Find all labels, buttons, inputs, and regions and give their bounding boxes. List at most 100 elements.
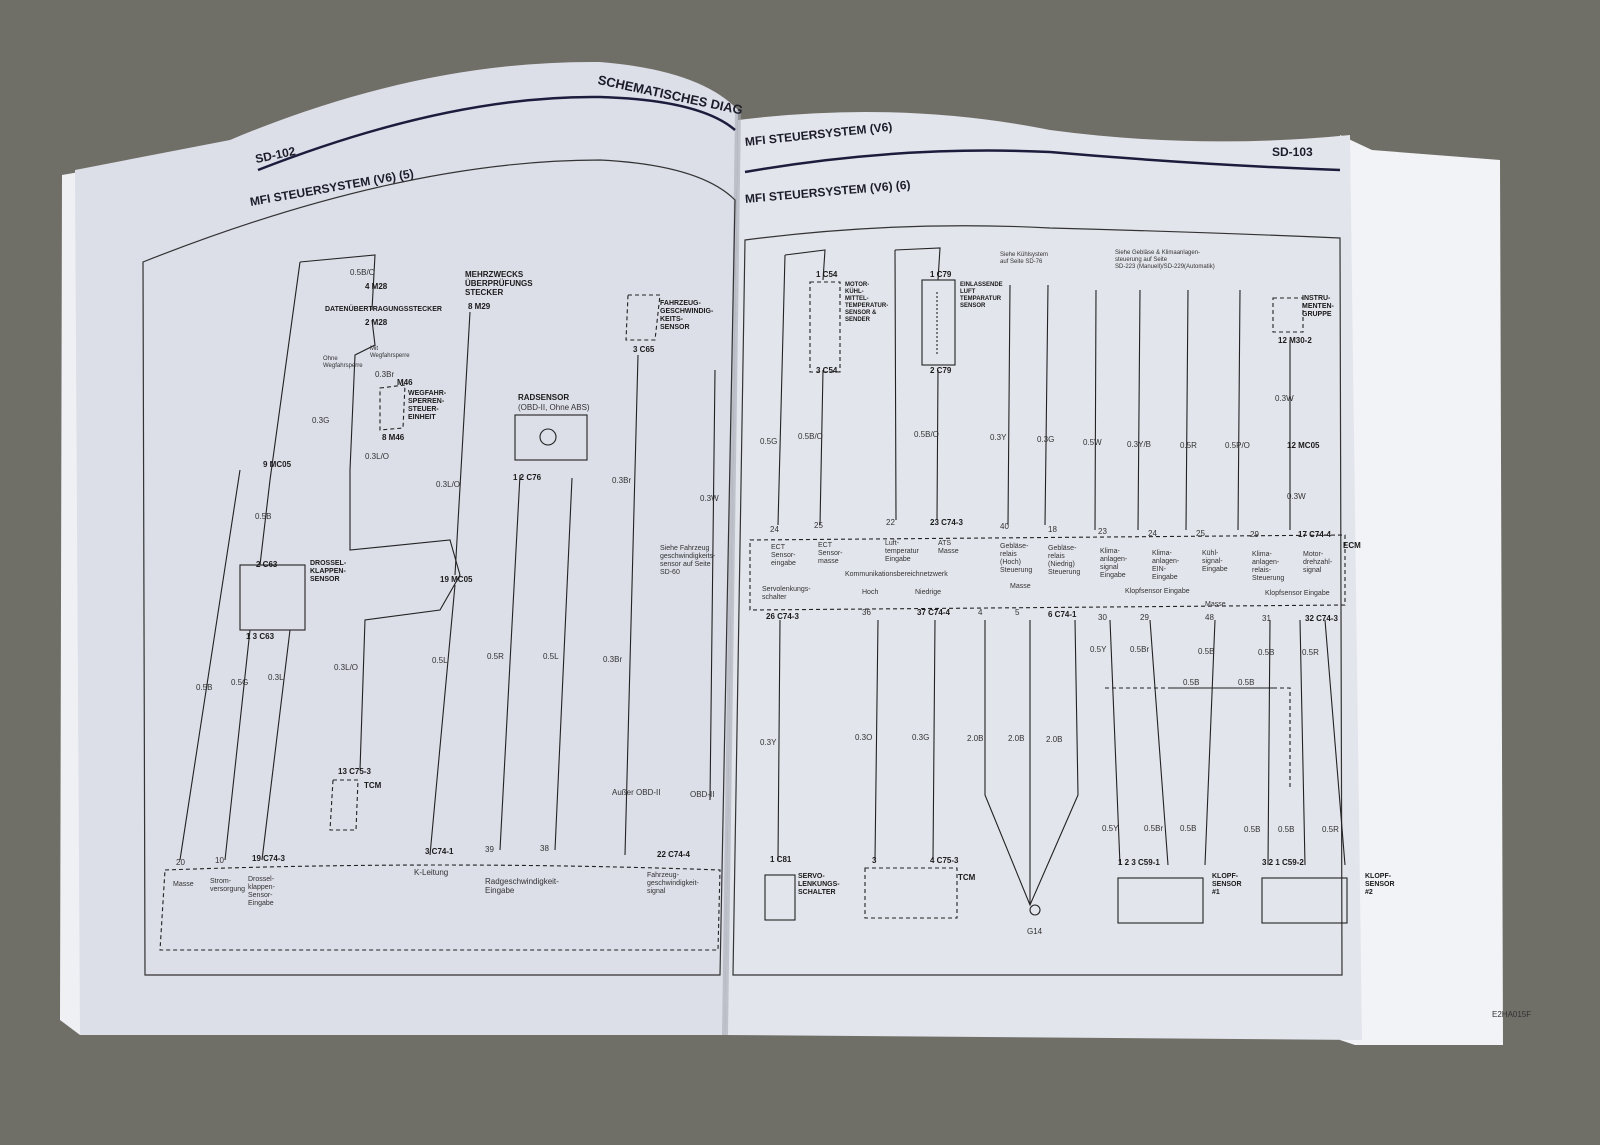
connector-label: 1 C54 bbox=[816, 270, 838, 279]
signal-description: Klima- anlagen- EIN- Eingabe bbox=[1152, 550, 1180, 581]
figure-code: E2HA015F bbox=[1492, 1010, 1532, 1019]
wire-label: 0.5G bbox=[231, 678, 249, 687]
signal-description: Drossel- klappen- Sensor- Eingabe bbox=[248, 876, 275, 907]
wire-label: 0.5R bbox=[487, 652, 504, 661]
component-label: DATENÜBERTRAGUNGSSTECKER bbox=[325, 306, 442, 313]
signal-description: Gebläse- relais (Niedrig) Steuerung bbox=[1048, 545, 1081, 576]
wire-label: 0.5R bbox=[1302, 648, 1319, 657]
wire-label: 0.3L/O bbox=[365, 452, 390, 461]
group-label: Masse bbox=[1205, 601, 1226, 608]
wire-label: 0.3Y bbox=[990, 433, 1007, 442]
component-label: SERVO- LENKUNGS- SCHALTER bbox=[798, 873, 840, 896]
wire-label: 0.3Br bbox=[612, 476, 632, 485]
wire-label: 0.3G bbox=[1037, 435, 1055, 444]
connector-label: M46 bbox=[397, 378, 413, 387]
wire-label: 0.5W bbox=[1083, 438, 1102, 447]
wire-label: 0.3Y bbox=[760, 738, 777, 747]
connector-label: 8 M29 bbox=[468, 302, 491, 311]
text-label: Mit Wegfahrsperre bbox=[370, 346, 410, 359]
wire-label: 0.5Br bbox=[1144, 824, 1164, 833]
signal-description: Klima- anlagen- relais- Steuerung bbox=[1252, 551, 1285, 582]
pin-label: 32 C74-3 bbox=[1305, 614, 1338, 623]
signal-description: ATS Masse bbox=[938, 540, 959, 555]
connector-label: 8 M46 bbox=[382, 433, 405, 442]
wire-label: 0.3W bbox=[700, 494, 719, 503]
component-sublabel: (OBD-II, Ohne ABS) bbox=[518, 403, 590, 412]
wire-label: 0.5L bbox=[432, 656, 448, 665]
wire-label: 2.0B bbox=[1046, 735, 1063, 744]
page-stack-right bbox=[1340, 135, 1503, 1045]
wire-label: 0.3W bbox=[1287, 492, 1306, 501]
pin-label: 4 bbox=[978, 608, 983, 617]
wire-label: 0.3Br bbox=[603, 655, 623, 664]
component-label: INSTRU- MENTEN- GRUPPE bbox=[1302, 295, 1334, 318]
pin-label: 31 bbox=[1262, 614, 1271, 623]
wire-label: 0.5G bbox=[760, 437, 778, 446]
pin-label: 20 bbox=[176, 858, 185, 867]
wire-label: 0.3G bbox=[312, 416, 330, 425]
component-label: TCM bbox=[958, 873, 976, 882]
wire-label: 0.5B/O bbox=[350, 268, 375, 277]
signal-description: Strom- versorgung bbox=[210, 878, 246, 893]
pin-label: 23 bbox=[1098, 527, 1107, 536]
connector-label: 3 2 1 C59-2 bbox=[1262, 858, 1304, 867]
pin-label: 24 bbox=[1148, 529, 1157, 538]
connector-label: 1 2 C76 bbox=[513, 473, 542, 482]
signal-description: ECT Sensor- eingabe bbox=[771, 544, 796, 567]
component-label: KLOPF- SENSOR #1 bbox=[1212, 873, 1242, 896]
pin-label: 29 bbox=[1250, 530, 1259, 539]
pin-label: 10 bbox=[215, 856, 224, 865]
connector-label: 1 3 C63 bbox=[246, 632, 275, 641]
signal-description: Fahrzeug- geschwindigkeit- signal bbox=[647, 872, 699, 895]
pin-label: 3 bbox=[872, 856, 877, 865]
wire-label: 0.5B bbox=[1238, 678, 1255, 687]
pin-label: 25 bbox=[814, 521, 823, 530]
wire-label: 0.5Y bbox=[1090, 645, 1107, 654]
group-label: Klopfsensor Eingabe bbox=[1125, 588, 1190, 595]
component-label: EINLASSENDE LUFT TEMPARATUR SENSOR bbox=[960, 282, 1003, 309]
component-label: MEHRZWECKS ÜBERPRÜFUNGS STECKER bbox=[465, 270, 533, 297]
wire-label: 0.5B bbox=[1258, 648, 1275, 657]
right-page bbox=[725, 112, 1362, 1040]
wire-label: 0.5R bbox=[1322, 825, 1339, 834]
connector-label: 12 MC05 bbox=[1287, 441, 1320, 450]
component-label: ECM bbox=[1343, 541, 1361, 550]
wire-label: 0.5R bbox=[1180, 441, 1197, 450]
group-label: Kommunikationsbereichnetzwerk bbox=[845, 571, 948, 578]
group-label: Niedrige bbox=[915, 589, 942, 596]
wire-label: 2.0B bbox=[967, 734, 984, 743]
component-label: RADSENSOR bbox=[518, 393, 570, 402]
pin-label: 38 bbox=[540, 844, 549, 853]
wire-label: 0.3G bbox=[912, 733, 930, 742]
signal-description: Kühl- signal- Eingabe bbox=[1202, 550, 1228, 573]
wire-label: 0.3O bbox=[855, 733, 873, 742]
pin-label: 24 bbox=[770, 525, 779, 534]
pin-label: 26 C74-3 bbox=[766, 612, 799, 621]
pin-label: 5 bbox=[1015, 608, 1020, 617]
connector-label: 3 C54 bbox=[816, 366, 838, 375]
signal-description: Masse bbox=[173, 881, 194, 888]
pin-label: 19 C74-3 bbox=[252, 854, 285, 863]
pin-label: 6 C74-1 bbox=[1048, 610, 1077, 619]
connector-label: 1 C79 bbox=[930, 270, 952, 279]
ground-label: G14 bbox=[1027, 927, 1043, 936]
wire-label: 0.5L bbox=[543, 652, 559, 661]
pin-label: 18 bbox=[1048, 525, 1057, 534]
signal-description: ECT Sensor- masse bbox=[818, 542, 843, 565]
pin-label: 36 bbox=[862, 608, 871, 617]
connector-label: 13 C75-3 bbox=[338, 767, 371, 776]
component-label: WEGFAHR- SPERREN- STEUER- EINHEIT bbox=[408, 390, 447, 421]
connector-label: 1 C81 bbox=[770, 855, 792, 864]
group-label: Hoch bbox=[862, 589, 879, 596]
connector-label: 2 C63 bbox=[256, 560, 278, 569]
signal-description: K-Leitung bbox=[414, 868, 449, 877]
right-page-number: SD-103 bbox=[1272, 145, 1313, 159]
text-label: Außer OBD-II bbox=[612, 788, 661, 797]
wire-label: 0.3L/O bbox=[334, 663, 359, 672]
signal-description: Radgeschwindigkeit- Eingabe bbox=[485, 877, 559, 895]
cross-reference: Siehe Gebläse & Klimaanlagen- steuerung … bbox=[1115, 250, 1215, 270]
wire-label: 0.3L bbox=[268, 673, 284, 682]
pin-label: 25 bbox=[1196, 529, 1205, 538]
group-label: Servolenkungs- schalter bbox=[762, 586, 811, 601]
wire-label: 0.5B bbox=[196, 683, 213, 692]
